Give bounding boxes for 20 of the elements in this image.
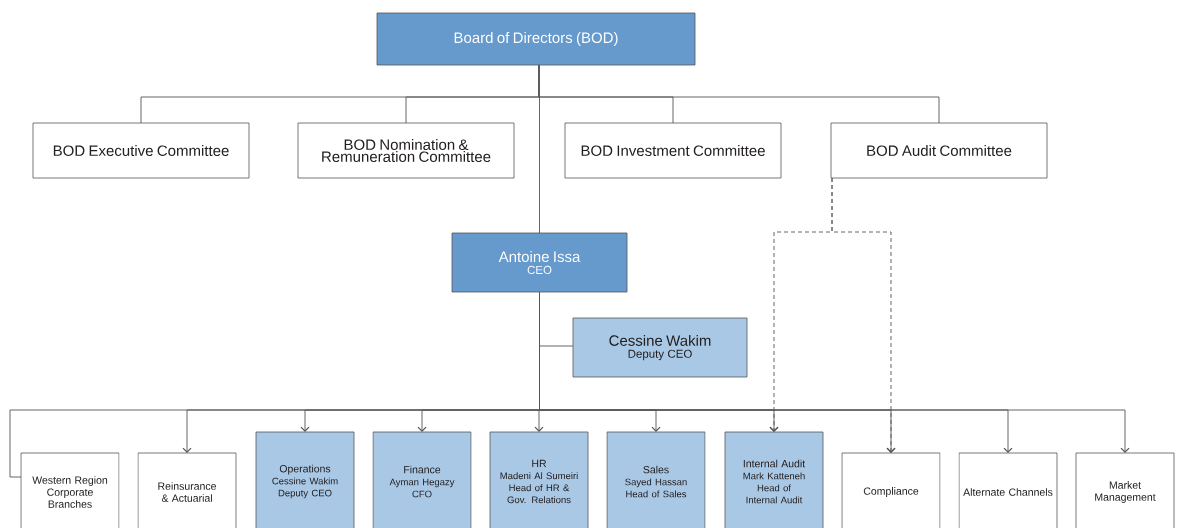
connector (539, 291, 1130, 453)
org-box: BOD Investment Committee (564, 122, 782, 179)
org-box: BOD Nomination & Remuneration Committee (297, 122, 515, 179)
org-box: Antoine Issa CEO (451, 232, 628, 293)
org-box: BOD Audit Committee (830, 122, 1048, 179)
org-box: Board of Directors (BOD) (376, 12, 696, 66)
org-box: Compliance (841, 452, 941, 528)
org-box: BOD Executive Committee (32, 122, 250, 179)
org-box: Sales Sayed Hassan Head of Sales (606, 431, 706, 528)
org-box: Reinsurance & Actuarial (137, 452, 237, 528)
org-box: Operations Cessine Wakim Deputy CEO (255, 431, 355, 528)
org-box: Internal Audit Mark Katteneh Head of Internal Audit (724, 431, 824, 528)
org-box: Cessine Wakim Deputy CEO (572, 317, 748, 378)
org-box: Market Management (1075, 452, 1175, 528)
connector (831, 177, 896, 453)
org-box: Finance Ayman Hegazy CFO (372, 431, 472, 528)
connector (538, 64, 540, 234)
org-box: Western Region Corporate Branches (20, 452, 120, 528)
org-box: Alternate Channels (958, 452, 1058, 528)
org-box: HR Madeni Al Sumeiri Head of HR & Gov. Relations (489, 431, 589, 528)
